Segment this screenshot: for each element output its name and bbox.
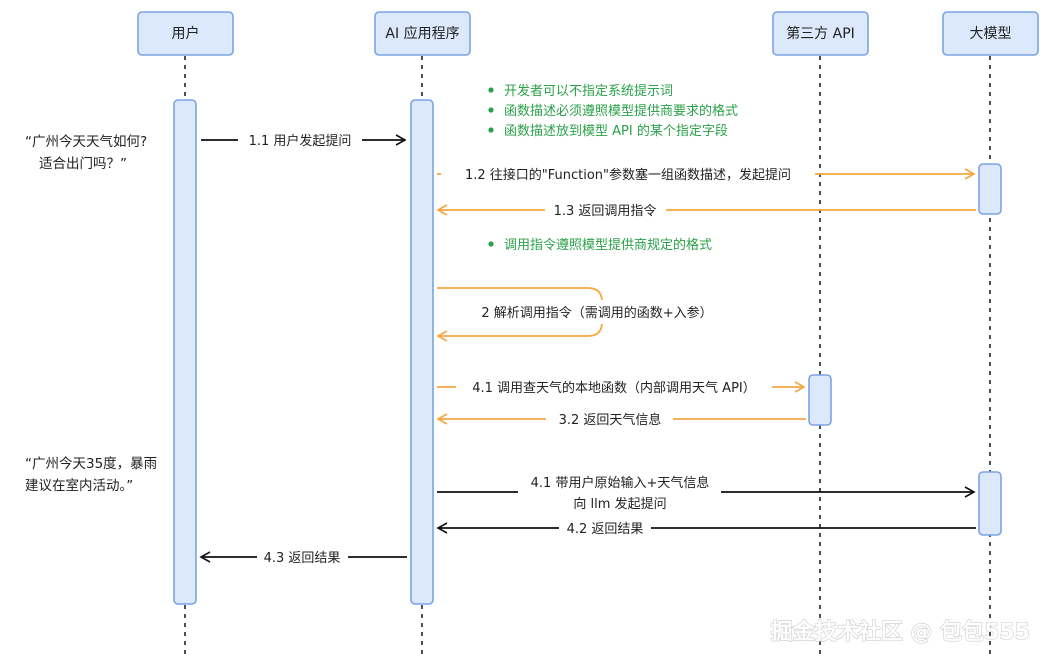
final-answer-line2: 建议在室内活动。” (25, 477, 133, 494)
note-item: 函数描述放到模型 API 的某个指定字段 (504, 123, 728, 139)
user-question-line1: “广州今天天气如何? (25, 134, 147, 150)
message-4-1-llm-label-line2: 向 llm 发起提问 (573, 496, 666, 512)
message-1-2-label: 1.2 往接口的"Function"参数塞一组函数描述，发起提问 (465, 167, 791, 183)
note-mid: 调用指令遵照模型提供商规定的格式 (488, 237, 712, 253)
participant-api: 第三方 API (772, 11, 869, 56)
user-question-line2: 适合出门吗？” (39, 156, 127, 172)
activation-app (410, 99, 434, 605)
final-answer-line1: “广州今天35度，暴雨 (25, 456, 157, 472)
participant-user-label: 用户 (172, 25, 200, 42)
message-3-2: 3.2 返回天气信息 (436, 412, 806, 428)
message-4-1-llm: 4.1 带用户原始输入+天气信息 向 llm 发起提问 (437, 475, 976, 512)
message-2-label: 2 解析调用指令（需调用的函数+入参） (481, 305, 712, 321)
message-1-3: 1.3 返回调用指令 (436, 204, 976, 219)
participant-app-label: AI 应用程序 (385, 25, 459, 42)
note-item: 调用指令遵照模型提供商规定的格式 (504, 237, 712, 253)
activation-llm-1 (978, 163, 1002, 215)
message-4-3-label: 4.3 返回结果 (264, 551, 341, 566)
participant-api-label: 第三方 API (786, 25, 855, 42)
activation-api (808, 374, 832, 426)
message-2-self: 2 解析调用指令（需调用的函数+入参） (436, 287, 716, 342)
participant-user: 用户 (137, 11, 234, 56)
participant-llm: 大模型 (942, 11, 1039, 56)
note-item: 开发者可以不指定系统提示词 (504, 83, 673, 99)
message-1-2: 1.2 往接口的"Function"参数塞一组函数描述，发起提问 (437, 167, 976, 183)
note-list-top: 开发者可以不指定系统提示词 函数描述必须遵照模型提供商要求的格式 函数描述放到模… (488, 83, 738, 139)
message-1-1: 1.1 用户发起提问 (201, 133, 407, 149)
note-item: 函数描述必须遵照模型提供商要求的格式 (504, 103, 738, 119)
message-3-2-label: 3.2 返回天气信息 (559, 412, 662, 428)
participant-app: AI 应用程序 (374, 11, 471, 56)
watermark: 掘金技术社区 @ 包包555 (771, 619, 1030, 645)
message-1-1-label: 1.1 用户发起提问 (249, 133, 352, 149)
message-4-1-api-label: 4.1 调用查天气的本地函数（内部调用天气 API） (472, 380, 756, 396)
activation-llm-2 (978, 471, 1002, 536)
message-4-3: 4.3 返回结果 (199, 551, 407, 566)
message-4-1-api: 4.1 调用查天气的本地函数（内部调用天气 API） (437, 380, 806, 396)
message-4-2-label: 4.2 返回结果 (567, 522, 644, 537)
message-1-3-label: 1.3 返回调用指令 (554, 204, 657, 219)
message-4-1-llm-label-line1: 4.1 带用户原始输入+天气信息 (531, 475, 710, 491)
activation-user (173, 99, 197, 605)
participant-llm-label: 大模型 (970, 26, 1012, 42)
message-4-2: 4.2 返回结果 (436, 522, 976, 537)
